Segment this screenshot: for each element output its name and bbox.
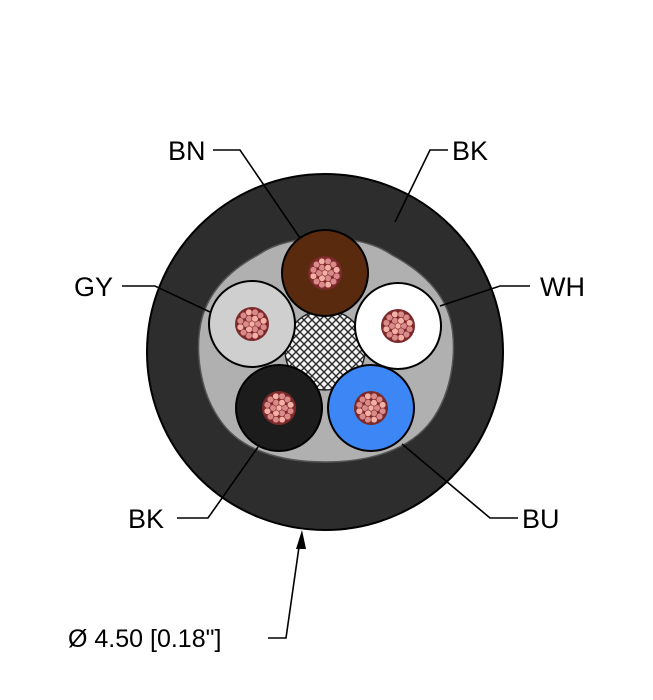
conductor-strand <box>309 266 318 274</box>
leader-bk-jacket <box>394 149 448 223</box>
conductor-strand <box>402 313 411 322</box>
conductor-strand <box>283 412 292 421</box>
conductor-strand <box>266 395 275 404</box>
conductor-strand <box>239 328 248 337</box>
conductor-strand <box>286 401 295 409</box>
conductor-strand <box>236 317 245 325</box>
conductor-strand <box>312 260 321 269</box>
conductor-strand <box>312 277 321 286</box>
conductor-strand <box>256 328 265 337</box>
label-wh: WH <box>540 272 585 302</box>
conductor-strand <box>309 272 318 280</box>
conductor-strand <box>391 333 399 342</box>
conductor-strand <box>364 392 372 401</box>
conductor-strand <box>332 266 341 274</box>
conductor-strand <box>391 310 399 319</box>
conductor-strand <box>355 407 364 415</box>
conductor-strand <box>263 401 272 409</box>
diameter-label: Ø 4.50 [0.18"] <box>68 625 221 653</box>
conductor-strand <box>382 319 391 327</box>
conductor-strand <box>385 330 394 339</box>
label-bu: BU <box>522 504 560 534</box>
leader-bu <box>401 443 518 519</box>
conductor-strand <box>402 330 411 339</box>
conductor-strand <box>239 311 248 320</box>
conductor-bu <box>354 391 388 425</box>
label-bk-core: BK <box>128 504 164 534</box>
conductor-wh <box>381 309 415 343</box>
conductor-strand <box>385 313 394 322</box>
core-gy <box>208 280 296 368</box>
conductor-strand <box>382 325 391 333</box>
conductor-strand <box>278 392 286 401</box>
conductor-strand <box>256 311 265 320</box>
leader-bk-core <box>177 446 259 519</box>
core-wh <box>354 282 442 370</box>
conductor-strand <box>405 319 414 327</box>
conductor-strand <box>236 323 245 331</box>
conductor-strand <box>355 401 364 409</box>
conductor-gy <box>235 307 269 341</box>
conductor-strand <box>318 257 326 266</box>
conductor-strand <box>272 392 280 401</box>
conductor-strand <box>245 308 253 317</box>
diameter-leader <box>268 539 301 639</box>
diameter-arrowhead <box>296 530 306 549</box>
conductor-strand <box>251 331 259 340</box>
conductor-strand <box>251 308 259 317</box>
conductor-strand <box>263 407 272 415</box>
conductor-strand <box>259 317 268 325</box>
conductor-strand <box>329 260 338 269</box>
conductor-bn <box>308 256 342 290</box>
core-bn <box>281 229 369 317</box>
conductor-strand <box>397 333 405 342</box>
conductor-strand <box>266 412 275 421</box>
conductor-strand <box>324 280 332 289</box>
conductor-strand <box>272 415 280 424</box>
conductor-strand <box>318 280 326 289</box>
conductor-strand <box>375 412 384 421</box>
conductor-strand <box>397 310 405 319</box>
conductor-strand <box>278 415 286 424</box>
conductor-strand <box>370 392 378 401</box>
conductor-strand <box>245 331 253 340</box>
conductor-strand <box>370 415 378 424</box>
core-bu <box>327 364 415 452</box>
conductor-strand <box>375 395 384 404</box>
core-bk <box>235 364 323 452</box>
leader-wh <box>439 285 530 307</box>
label-bk-jacket: BK <box>452 136 488 166</box>
conductor-strand <box>283 395 292 404</box>
conductor-strand <box>358 412 367 421</box>
leader-bn <box>213 149 301 239</box>
conductor-bk <box>262 391 296 425</box>
label-bn: BN <box>168 136 206 166</box>
conductor-strand <box>329 277 338 286</box>
leader-gy <box>122 285 211 313</box>
label-gy: GY <box>74 272 113 302</box>
conductor-strand <box>378 401 387 409</box>
conductor-strand <box>364 415 372 424</box>
conductor-strand <box>324 257 332 266</box>
conductor-strand <box>358 395 367 404</box>
